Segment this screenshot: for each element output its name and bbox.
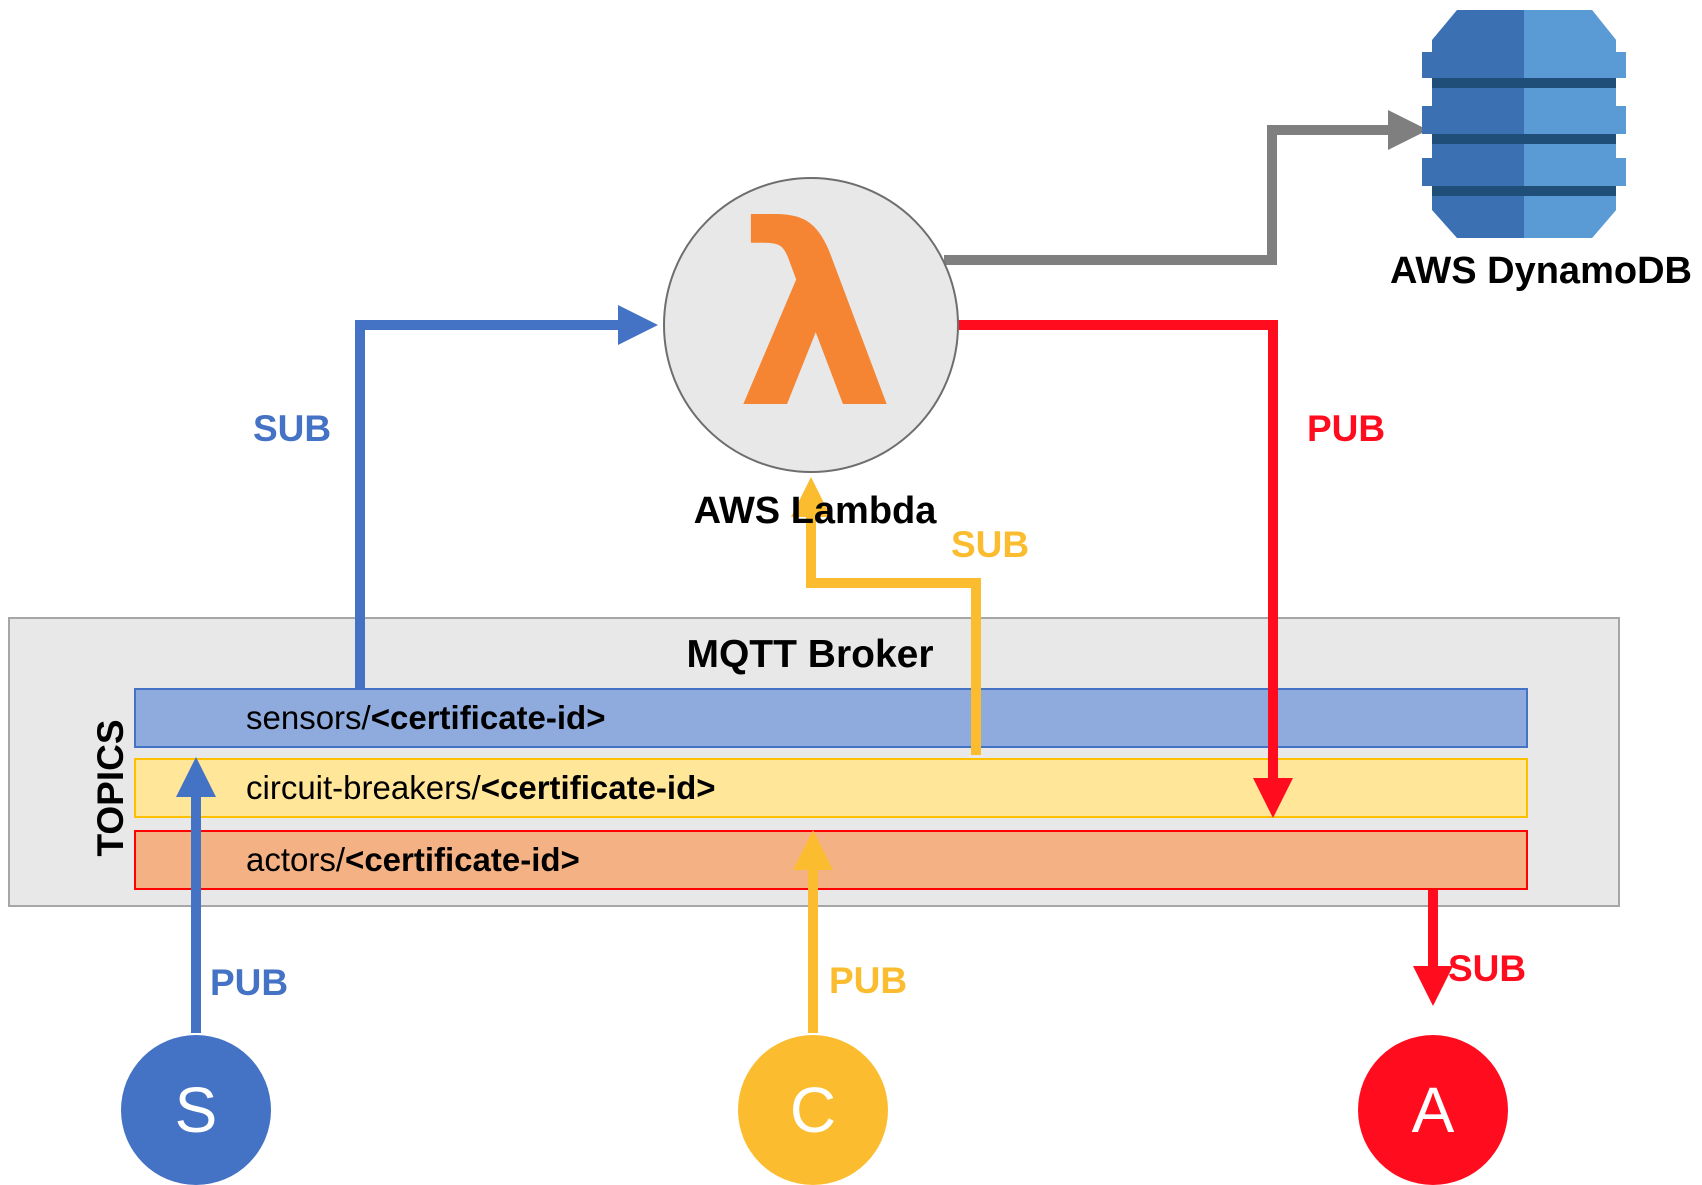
label-a-sub: SUB bbox=[1448, 948, 1527, 989]
dynamodb-icon bbox=[1422, 10, 1626, 238]
label-s-pub: PUB bbox=[210, 962, 289, 1003]
label-sensors-sub: SUB bbox=[253, 408, 332, 449]
arrow-lambda-pub-actors bbox=[955, 320, 1293, 818]
arrow-lambda-to-dynamodb bbox=[944, 110, 1428, 265]
node-sensor: S bbox=[121, 1035, 271, 1185]
topic-prefix: circuit-breakers/ bbox=[246, 769, 481, 806]
lambda-circle bbox=[663, 177, 959, 473]
label-cb-sub: SUB bbox=[951, 524, 1030, 565]
node-circuit-breaker: C bbox=[738, 1035, 888, 1185]
topic-suffix: <certificate-id> bbox=[370, 699, 606, 736]
label-c-pub: PUB bbox=[829, 960, 908, 1001]
topic-circuit-breakers: circuit-breakers/<certificate-id> bbox=[134, 758, 1528, 818]
lambda-icon: λ bbox=[735, 172, 895, 463]
node-label: A bbox=[1411, 1074, 1455, 1146]
node-actor: A bbox=[1358, 1035, 1508, 1185]
label-lambda-pub: PUB bbox=[1307, 408, 1386, 449]
dynamodb-label: AWS DynamoDB bbox=[1390, 250, 1692, 292]
topic-suffix: <certificate-id> bbox=[345, 841, 580, 878]
topic-prefix: sensors/ bbox=[246, 699, 371, 736]
node-label: S bbox=[174, 1074, 218, 1146]
broker-title: MQTT Broker bbox=[686, 633, 934, 676]
topic-prefix: actors/ bbox=[246, 841, 346, 878]
lambda-label: AWS Lambda bbox=[693, 490, 937, 532]
arrow-sensors-sub-lambda bbox=[355, 305, 658, 688]
topic-suffix: <certificate-id> bbox=[480, 769, 716, 806]
node-label: C bbox=[789, 1074, 837, 1146]
topic-sensors: sensors/<certificate-id> bbox=[134, 688, 1528, 748]
arrow-cb-sub-lambda bbox=[791, 477, 981, 755]
